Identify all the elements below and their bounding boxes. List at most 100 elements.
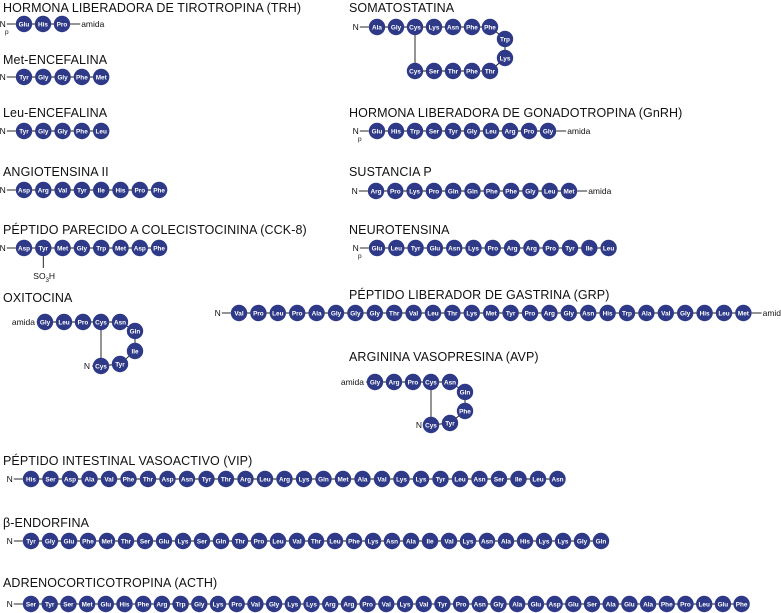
residue-label: Arg xyxy=(240,476,251,483)
amide-label: amida xyxy=(12,317,35,327)
residue-label: Phe xyxy=(137,601,149,608)
residue-circle xyxy=(217,470,235,488)
residue-label: Tyr xyxy=(436,476,446,483)
amide-label: amida xyxy=(567,126,590,136)
residue-circle xyxy=(465,239,482,257)
residue-label: Tyr xyxy=(39,245,49,252)
residue-label: Thr xyxy=(485,68,496,75)
residue-circle xyxy=(126,322,144,340)
residue-circle xyxy=(444,304,461,322)
residue-circle xyxy=(368,122,386,140)
residue-label: Gly xyxy=(680,310,691,317)
residue-label: Ile xyxy=(515,476,523,483)
residue-label: Gly xyxy=(370,379,381,386)
residue-circle xyxy=(432,470,449,488)
residue-circle xyxy=(92,357,110,375)
residue-circle xyxy=(15,68,33,86)
residue-label: Tyr xyxy=(45,601,55,608)
n-terminus-label: N xyxy=(0,243,6,253)
amide-label: amida xyxy=(341,377,364,387)
residue-circle xyxy=(388,239,405,257)
residue-label: Lys xyxy=(213,601,224,608)
residue-label: Gly xyxy=(38,74,49,81)
residue-circle xyxy=(638,304,655,322)
residue-label: Arg xyxy=(370,188,381,195)
residue-circle xyxy=(412,470,430,488)
residue-circle xyxy=(60,595,77,613)
residue-circle xyxy=(422,416,440,434)
residue-label: Leu xyxy=(718,310,729,317)
residue-circle xyxy=(393,470,410,488)
residue-circle xyxy=(529,470,547,488)
residue-label: Pro xyxy=(524,128,535,135)
residue-label: Asn xyxy=(181,476,193,483)
residue-label: Pro xyxy=(456,601,467,608)
n-terminus-label: N xyxy=(353,126,359,136)
residue-label: Gln xyxy=(467,188,478,195)
residue-circle xyxy=(481,62,499,80)
residue-circle xyxy=(425,62,443,80)
title-grp: PÉPTIDO LIBERADOR DE GASTRINA (GRP) xyxy=(349,288,610,302)
residue-label: Lys xyxy=(468,245,479,252)
residue-label: Tyr xyxy=(26,538,36,545)
residue-circle xyxy=(139,470,157,488)
residue-label: Trp xyxy=(410,128,420,135)
residue-circle xyxy=(150,181,168,199)
residue-label: Gly xyxy=(77,245,88,252)
residue-circle xyxy=(387,122,405,140)
residue-label: Tyr xyxy=(77,187,87,194)
residue-label: Asp xyxy=(18,245,30,252)
residue-label: Ile xyxy=(131,348,139,355)
residue-label: Gly xyxy=(45,538,56,545)
residue-circle xyxy=(116,595,133,613)
residue-circle xyxy=(396,595,414,613)
residue-label: Thr xyxy=(121,538,132,545)
residue-label: Pro xyxy=(525,310,536,317)
residue-circle xyxy=(307,532,325,550)
residue-label: His xyxy=(700,310,710,317)
title-acth: ADRENOCORTICOTROPINA (ACTH) xyxy=(3,576,218,590)
residue-circle xyxy=(463,304,480,322)
residue-circle xyxy=(135,595,152,613)
residue-label: Tyr xyxy=(506,310,516,317)
residue-circle xyxy=(74,313,92,331)
residue-circle xyxy=(61,470,79,488)
residue-label: Glu xyxy=(624,601,635,608)
residue-circle xyxy=(621,595,638,613)
residue-label: Pro xyxy=(57,21,68,28)
residue-label: Phe xyxy=(76,128,88,135)
amide-label: amida xyxy=(81,19,104,29)
residue-label: Ala xyxy=(372,24,382,31)
residue-label: Pro xyxy=(292,310,303,317)
residue-circle xyxy=(237,470,254,488)
residue-label: Trp xyxy=(96,245,106,252)
residue-circle xyxy=(327,304,345,322)
residue-circle xyxy=(497,532,515,550)
residue-circle xyxy=(600,239,617,257)
residue-label: Ser xyxy=(26,601,37,608)
residue-circle xyxy=(153,595,171,613)
residue-circle xyxy=(602,595,619,613)
n-terminus-label: N xyxy=(0,19,6,29)
residue-circle xyxy=(502,304,519,322)
residue-label: Met xyxy=(101,538,113,545)
residue-circle xyxy=(345,532,363,550)
residue-circle xyxy=(193,532,211,550)
residue-label: Phe xyxy=(484,24,496,31)
n-terminus-label: N xyxy=(7,536,13,546)
residue-label: Phe xyxy=(466,68,478,75)
residue-circle xyxy=(387,182,404,200)
residue-circle xyxy=(60,532,78,550)
residue-label: Pro xyxy=(253,310,264,317)
residue-label: Thr xyxy=(447,310,458,317)
residue-label: Asn xyxy=(444,379,456,386)
residue-circle xyxy=(73,122,91,140)
residue-label: Phe xyxy=(459,408,471,415)
residue-label: Ser xyxy=(587,601,598,608)
residue-circle xyxy=(42,470,59,488)
residue-label: Ser xyxy=(63,601,74,608)
residue-circle xyxy=(15,15,33,33)
residue-label: Asn xyxy=(447,24,459,31)
residue-label: Gly xyxy=(57,128,68,135)
